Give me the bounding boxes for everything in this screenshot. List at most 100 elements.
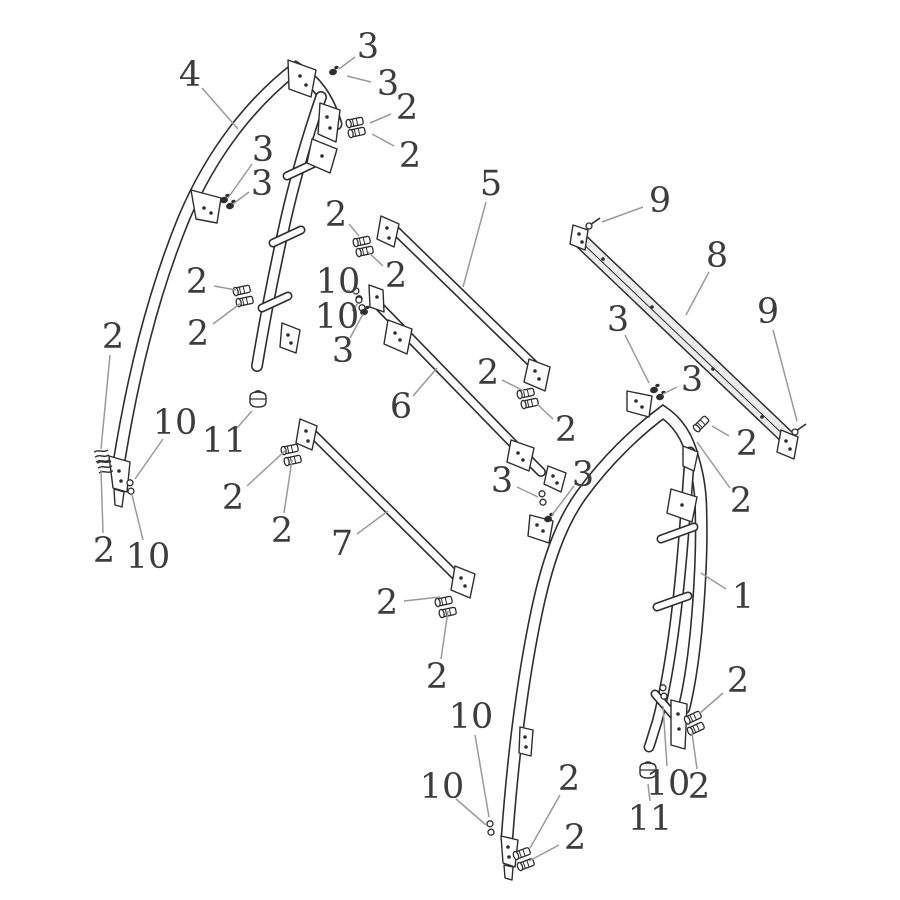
screw-icon [585,217,601,230]
nut-icon [650,383,660,394]
bolt-hole [580,240,584,244]
bolt-hole [202,206,206,210]
bolt-hole [328,126,332,130]
bolt-hole [398,338,402,342]
leader-line-part-7 [356,510,389,535]
leader-line-part-2 [283,459,293,514]
bolt-icon [283,454,302,467]
mount-bracket [569,224,589,251]
leader-line-part-3 [551,485,575,516]
bolt-icon [438,606,457,619]
mount-bracket [113,488,125,508]
mount-bracket [523,358,551,392]
tube-body [502,406,707,843]
leader-line-part-3 [232,191,250,205]
bolt-hole [680,503,684,507]
bolt-hole [555,481,559,485]
leader-line-part-2 [691,732,698,770]
callout-leader-lines [100,56,798,862]
leader-line-part-2 [536,403,554,420]
leader-line-part-2 [212,302,242,325]
bolt-hole [677,727,681,731]
callout-label-part-3: 3 [681,360,703,400]
bolt-hole [551,474,555,478]
bolt-hole [393,331,397,335]
part-4-left-frame [108,59,343,508]
bolt-hole [209,211,213,215]
bolt-hole [640,405,644,409]
mount-bracket [287,59,317,98]
callout-label-part-8: 8 [706,236,728,276]
callout-label-part-7: 7 [331,524,353,564]
callout-label-part-3: 3 [252,130,274,170]
leader-line-part-3 [516,486,539,498]
callout-label-part-2: 2 [399,136,421,176]
callout-label-part-2: 2 [385,256,407,296]
callout-label-part-3: 3 [572,455,594,495]
mount-bracket [317,102,341,143]
cap-icon [639,761,657,779]
bolt-hole [523,735,527,739]
callout-label-part-10: 10 [126,537,171,577]
mount-bracket [626,390,653,418]
bolt-hole [537,377,541,381]
bolt-hole [289,341,293,345]
callout-label-part-2: 2 [426,657,448,697]
callout-label-part-2: 2 [727,661,749,701]
bolt-icon [512,847,531,861]
callout-label-part-2: 2 [325,195,347,235]
leader-line-part-10 [474,734,490,818]
leader-line-part-2 [213,285,237,291]
callout-label-part-3: 3 [377,64,399,104]
callout-label-part-6: 6 [390,387,412,427]
bolt-hole [507,855,511,859]
part-6-middle-cross-bar [368,284,567,493]
bolt-hole [535,523,539,527]
callout-label-part-2: 2 [102,317,124,357]
washer-icon [355,296,366,312]
bolt-icon [516,858,535,872]
leader-line-part-2 [100,469,104,534]
callout-label-part-2: 2 [396,88,418,128]
callout-label-part-3: 3 [357,27,379,67]
mount-bracket [279,322,301,354]
bolt-hole [375,295,379,299]
mount-bracket [776,429,799,460]
callout-label-part-2: 2 [477,353,499,393]
callout-label-part-1: 1 [732,577,754,617]
callout-label-part-11: 11 [202,421,247,461]
bolt-hole [385,226,389,230]
leader-line-part-2 [369,113,392,124]
leader-line-part-2 [246,448,288,487]
leader-line-part-2 [371,133,395,147]
leader-line-part-2 [711,425,730,437]
tube-body [113,62,341,473]
callout-label-part-9: 9 [757,292,779,332]
bolt-hole [788,447,792,451]
washer-icon [126,479,135,495]
callout-label-part-2: 2 [730,481,752,521]
leader-line-part-3 [662,386,678,395]
bolt-hole [387,236,391,240]
callout-label-part-9: 9 [649,181,671,221]
leader-line-part-3 [624,334,650,384]
mount-bracket [450,565,476,599]
washer-icon [538,490,547,506]
part-5-upper-cross-bar [376,215,551,392]
callout-label-part-2: 2 [564,818,586,858]
bolt-hole [634,399,638,403]
bolt-hole [784,439,788,443]
leader-line-part-9 [601,206,644,223]
callout-label-part-2: 2 [736,424,758,464]
callout-label-part-2: 2 [186,262,208,302]
mount-bracket [295,418,318,451]
part-8-rear-support-bar [569,224,799,460]
screw-icon [791,423,807,436]
leader-line-part-2 [529,794,561,849]
leader-line-part-10 [351,302,359,312]
callout-label-part-3: 3 [491,461,513,501]
tube-body [252,92,326,371]
callout-label-part-2: 2 [271,511,293,551]
leader-line-part-6 [412,367,438,397]
